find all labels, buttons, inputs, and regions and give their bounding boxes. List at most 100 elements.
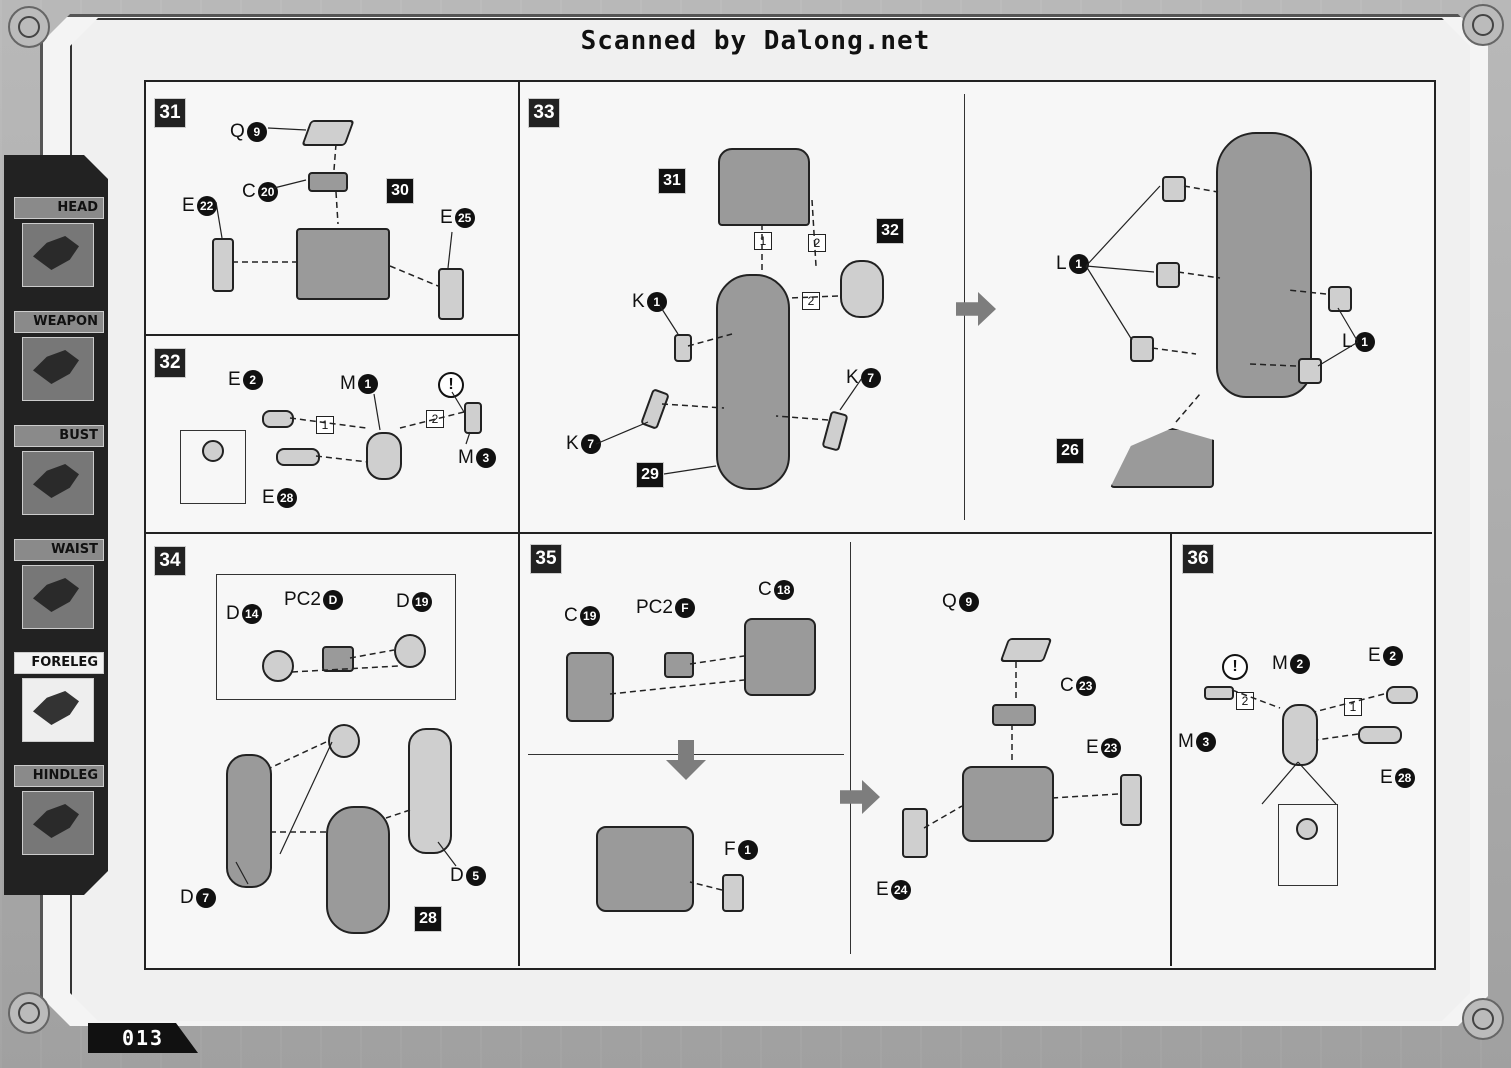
sidebar-item-label: BUST (14, 425, 104, 447)
waist-thumbnail-icon (22, 565, 94, 629)
detail-socket-icon (1296, 818, 1318, 840)
corner-gear-icon-top-right (1462, 4, 1504, 46)
part-e22 (212, 238, 234, 292)
assembly-guide-lines (215, 127, 1385, 891)
sidebar-item-label: WAIST (14, 539, 104, 561)
part-pc2-f (664, 652, 694, 678)
divider (850, 542, 851, 954)
subassembly-callout: 32 (876, 218, 904, 244)
part-pc2-d (322, 646, 354, 672)
part-m3 (464, 402, 482, 434)
part-m1 (366, 432, 402, 480)
part-m2 (1282, 704, 1318, 766)
part-d19 (394, 634, 426, 668)
step-number: 33 (528, 98, 560, 128)
divider (146, 532, 1432, 534)
assembly-29 (716, 274, 790, 490)
head-thumbnail-icon (22, 223, 94, 287)
assembled-shoulder (596, 826, 694, 912)
step-number: 35 (530, 544, 562, 574)
sidebar-item-label: HEAD (14, 197, 104, 219)
sidebar-item-head[interactable]: HEAD (14, 197, 104, 287)
step-number: 34 (154, 546, 186, 576)
assembled-foreleg (1216, 132, 1312, 398)
part-l1 (1162, 176, 1186, 202)
part-l1 (1130, 336, 1154, 362)
sequence-marker: 1 (754, 232, 772, 250)
sidebar-item-bust[interactable]: BUST (14, 425, 104, 515)
part-e25 (438, 268, 464, 320)
part-c19 (566, 652, 614, 722)
sidebar-item-waist[interactable]: WAIST (14, 539, 104, 629)
weapon-thumbnail-icon (22, 337, 94, 401)
detail-inset (1278, 804, 1338, 886)
part-e28 (1358, 726, 1402, 744)
part-c18 (744, 618, 816, 696)
hindleg-thumbnail-icon (22, 791, 94, 855)
step-number: 32 (154, 348, 186, 378)
joint-assembly (328, 724, 360, 758)
sequence-marker: 1 (316, 416, 334, 434)
part-c20 (308, 172, 348, 192)
step-number: 36 (1182, 544, 1214, 574)
step-number: 31 (154, 98, 186, 128)
subassembly-callout: 31 (658, 168, 686, 194)
assembly-30 (296, 228, 390, 300)
assembly-body (962, 766, 1054, 842)
divider (1170, 532, 1172, 966)
warning-icon: ! (1222, 654, 1248, 680)
part-l1 (1156, 262, 1180, 288)
subassembly-callout: 30 (386, 178, 414, 204)
part-d7 (226, 754, 272, 888)
corner-gear-icon-top-left (8, 6, 50, 48)
scanned-watermark: Scanned by Dalong.net (580, 26, 931, 56)
assembly-31 (718, 148, 810, 226)
part-c23 (992, 704, 1036, 726)
sidebar-item-weapon[interactable]: WEAPON (14, 311, 104, 401)
detail-socket-icon (202, 440, 224, 462)
subassembly-callout: 28 (414, 906, 442, 932)
divider (146, 334, 518, 336)
bust-thumbnail-icon (22, 451, 94, 515)
sidebar-item-hindleg[interactable]: HINDLEG (14, 765, 104, 855)
part-l1 (1328, 286, 1352, 312)
part-e24 (902, 808, 928, 858)
corner-gear-icon-bottom-left (8, 992, 50, 1034)
part-d14 (262, 650, 294, 682)
subassembly-callout: 29 (636, 462, 664, 488)
sequence-marker: 2 (426, 410, 444, 428)
part-e23 (1120, 774, 1142, 826)
part-d5 (408, 728, 452, 854)
sidebar-item-foreleg[interactable]: FORELEG (14, 652, 104, 742)
sidebar-item-label: FORELEG (14, 652, 104, 674)
part-k1 (674, 334, 692, 362)
assembly-32 (840, 260, 884, 318)
foreleg-thumbnail-icon (22, 678, 94, 742)
sequence-marker: 1 (1344, 698, 1362, 716)
part-f1 (722, 874, 744, 912)
sidebar-item-label: WEAPON (14, 311, 104, 333)
